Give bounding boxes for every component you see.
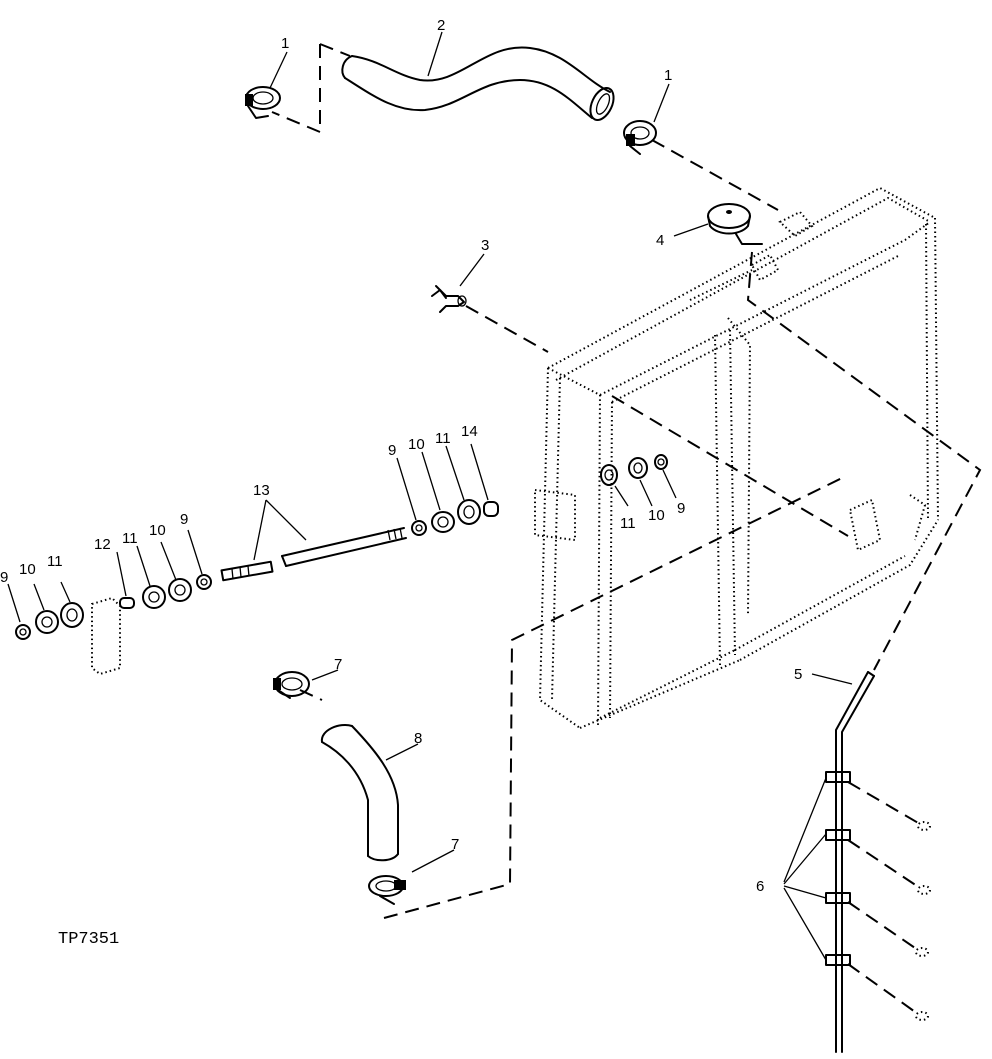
clip-screws <box>915 821 931 1021</box>
callout-14: 14 <box>461 423 478 440</box>
tube-clips <box>825 771 851 966</box>
callout-10-radiator: 10 <box>648 507 665 524</box>
callout-1-upper-left: 1 <box>281 35 289 52</box>
callout-1-upper-right: 1 <box>664 67 672 84</box>
figure-code: TP7351 <box>58 930 119 949</box>
upper-right-clamp <box>623 120 657 155</box>
callout-11-rod-right: 11 <box>435 430 451 447</box>
callout-7-upper: 7 <box>334 656 342 673</box>
upper-hose <box>341 46 615 121</box>
upper-left-clamp <box>245 86 281 119</box>
callout-9-radiator: 9 <box>677 500 685 517</box>
lower-upper-clamp <box>273 671 310 699</box>
callout-13: 13 <box>253 482 270 499</box>
assembly-lines <box>271 43 982 1015</box>
callout-9-rod-right: 9 <box>388 442 396 459</box>
callout-8: 8 <box>414 730 422 747</box>
callout-7-lower: 7 <box>451 836 459 853</box>
callout-2: 2 <box>437 17 445 34</box>
lower-lower-clamp <box>368 875 406 905</box>
callout-11-radiator: 11 <box>620 515 636 532</box>
tie-rod-assembly <box>15 454 668 676</box>
drain-cock <box>431 285 467 313</box>
callout-3: 3 <box>481 237 489 254</box>
callout-12-middle: 12 <box>94 536 111 553</box>
callout-10-left: 10 <box>19 561 36 578</box>
callout-11-middle: 11 <box>122 530 138 547</box>
overflow-tube <box>835 671 875 1053</box>
callout-5: 5 <box>794 666 802 683</box>
callout-11-left: 11 <box>47 553 63 570</box>
callout-4: 4 <box>656 232 664 249</box>
callout-10-rod-right: 10 <box>408 436 425 453</box>
radiator-cap <box>707 203 763 245</box>
callout-9-left: 9 <box>0 569 8 586</box>
lower-hose <box>320 724 399 862</box>
radiator-outline <box>534 186 939 729</box>
callout-9-middle: 9 <box>180 511 188 528</box>
callout-10-middle: 10 <box>149 522 166 539</box>
callout-6: 6 <box>756 878 764 895</box>
leader-lines <box>7 31 853 961</box>
callout-labels: 1 1 2 3 4 5 6 7 7 8 13 14 9 10 11 11 10 … <box>0 17 802 895</box>
